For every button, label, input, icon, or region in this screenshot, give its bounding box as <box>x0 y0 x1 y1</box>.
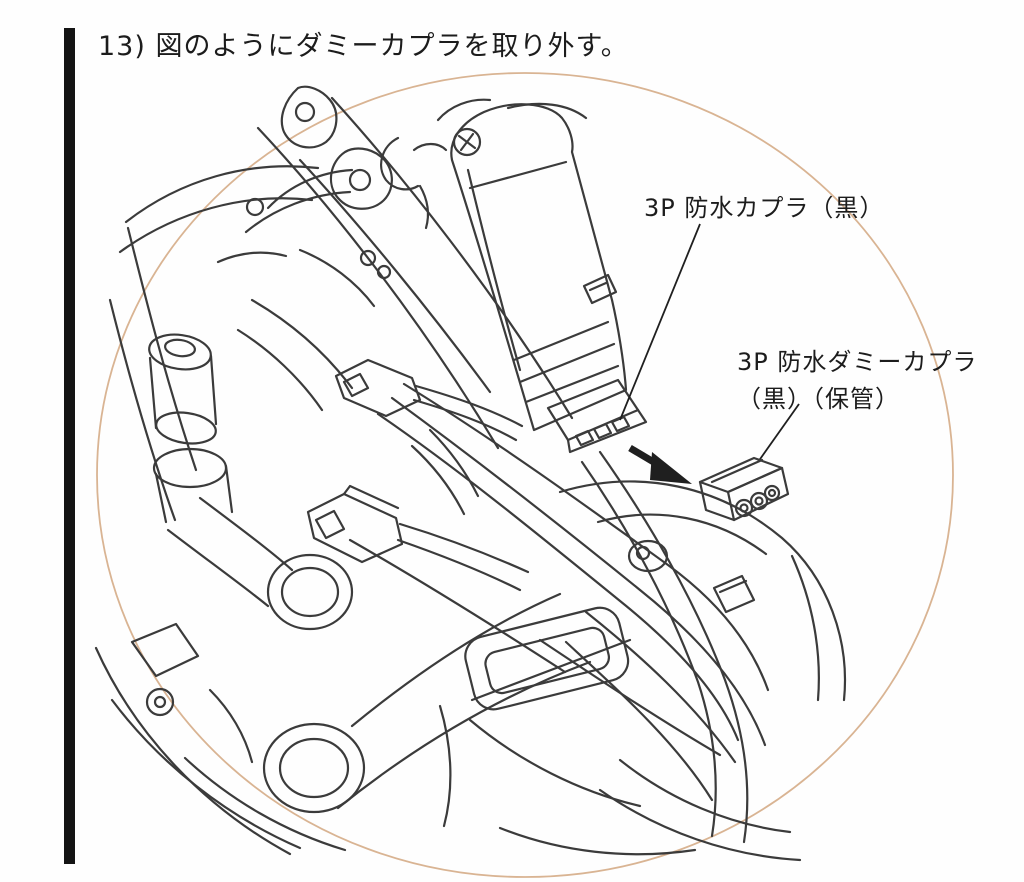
frame-and-brackets <box>216 85 588 450</box>
leader-line-dummy <box>757 403 800 463</box>
label-dummy-line1: 3P 防水ダミーカプラ <box>737 348 978 376</box>
label-coupler: 3P 防水カプラ（黒） <box>644 194 885 222</box>
scan-circle-artifact <box>96 72 954 878</box>
coupler-3p <box>410 378 648 516</box>
dummy-coupler-drawing <box>698 456 790 522</box>
boot-cover <box>450 103 628 432</box>
right-housing <box>558 480 846 862</box>
mid-connectors <box>306 358 530 592</box>
annotation-layer <box>619 223 800 522</box>
label-dummy-line2: （黒）（保管） <box>737 385 900 413</box>
label-dummy-coupler: 3P 防水ダミーカプラ （黒）（保管） <box>737 344 977 418</box>
wiring-harness <box>348 382 770 844</box>
bottom-parts <box>94 606 697 856</box>
left-fork-assembly <box>108 165 592 814</box>
left-margin-rule <box>64 28 75 864</box>
pointer-arrow-head <box>650 452 692 484</box>
leader-line-coupler <box>619 223 701 421</box>
step-instruction: 13) 図のようにダミーカプラを取り外す。 <box>98 31 629 62</box>
